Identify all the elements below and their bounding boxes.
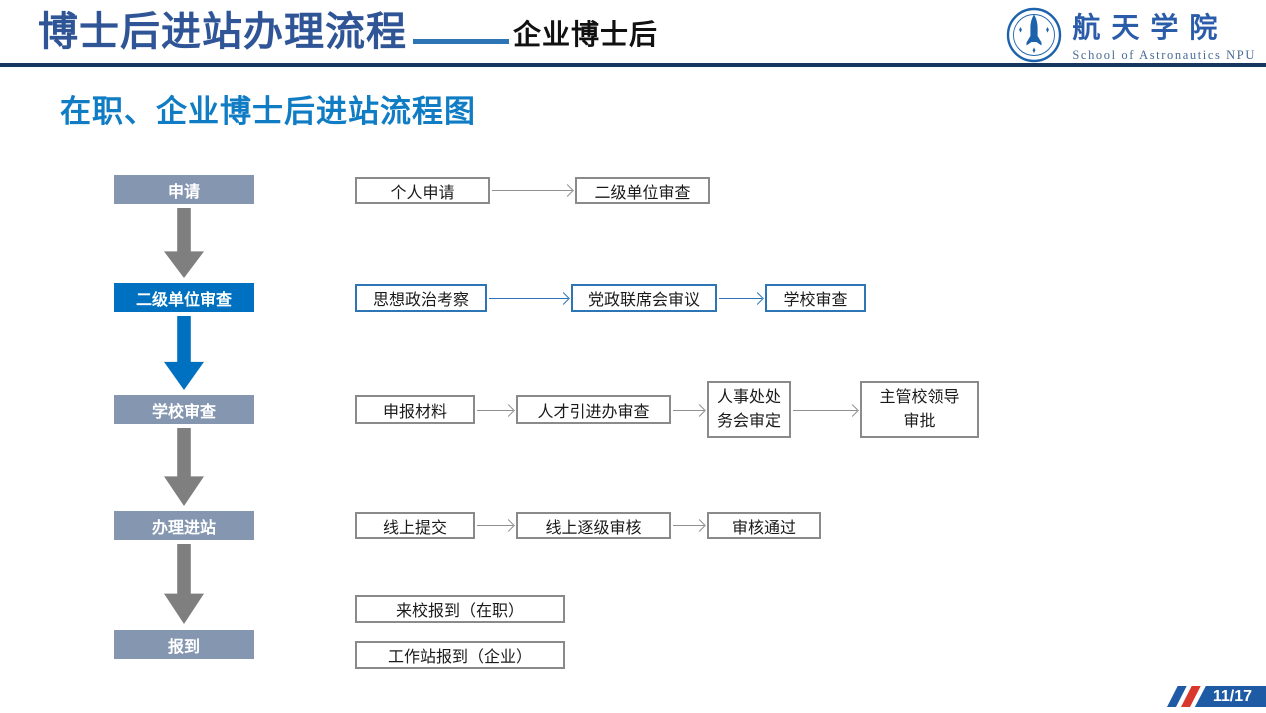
flow-step-box: 党政联席会审议 xyxy=(571,284,717,312)
stage-label-registration: 报到 xyxy=(114,630,254,659)
school-name-en: School of Astronautics NPU xyxy=(1072,48,1256,62)
flow-step-box: 人才引进办审查 xyxy=(516,395,671,424)
school-emblem-icon xyxy=(1007,7,1062,62)
flow-step-box: 思想政治考察 xyxy=(355,284,487,312)
flow-step-box: 工作站报到（企业） xyxy=(355,641,565,669)
flow-arrow-icon xyxy=(489,298,568,299)
flow-step-box: 来校报到（在职） xyxy=(355,595,565,623)
school-logo-text: 航天学院 School of Astronautics NPU xyxy=(1072,6,1256,63)
flow-step-box: 审核通过 xyxy=(707,512,821,539)
flow-step-box: 学校审查 xyxy=(765,284,866,312)
page-title-suffix: 企业博士后 xyxy=(513,19,659,51)
header: 博士后进站办理流程 企业博士后 xyxy=(38,8,658,56)
stage-label-unit-review: 二级单位审查 xyxy=(114,283,254,312)
flow-arrow-icon xyxy=(673,410,704,411)
down-arrow-icon xyxy=(164,428,204,506)
header-divider xyxy=(0,63,1266,67)
title-dash-line xyxy=(413,39,509,44)
down-arrow-icon xyxy=(164,544,204,624)
flow-step-box: 个人申请 xyxy=(355,177,490,204)
flow-step-box: 申报材料 xyxy=(355,395,475,424)
down-arrow-icon xyxy=(164,208,204,278)
flow-step-box: 二级单位审查 xyxy=(575,177,710,204)
flow-step-box: 线上提交 xyxy=(355,512,475,539)
flow-step-box: 主管校领导 审批 xyxy=(860,381,979,438)
flow-arrow-icon xyxy=(492,190,572,191)
flow-step-box: 人事处处 务会审定 xyxy=(707,381,791,438)
flow-arrow-icon xyxy=(719,298,762,299)
school-name-cn: 航天学院 xyxy=(1072,13,1229,44)
stage-label-school-review: 学校审查 xyxy=(114,395,254,424)
flow-arrow-icon xyxy=(793,410,857,411)
section-title: 在职、企业博士后进站流程图 xyxy=(60,94,476,129)
flow-step-box: 线上逐级审核 xyxy=(516,512,671,539)
page-number-badge: 11/17 xyxy=(1166,686,1266,707)
page-title: 博士后进站办理流程 xyxy=(38,10,407,54)
page-number: 11/17 xyxy=(1194,686,1266,707)
flow-arrow-icon xyxy=(673,525,704,526)
stage-label-application: 申请 xyxy=(114,175,254,204)
flow-arrow-icon xyxy=(477,410,513,411)
down-arrow-icon xyxy=(164,316,204,390)
stage-label-entry-processing: 办理进站 xyxy=(114,511,254,540)
flow-arrow-icon xyxy=(477,525,513,526)
school-logo: 航天学院 School of Astronautics NPU xyxy=(1006,6,1256,63)
